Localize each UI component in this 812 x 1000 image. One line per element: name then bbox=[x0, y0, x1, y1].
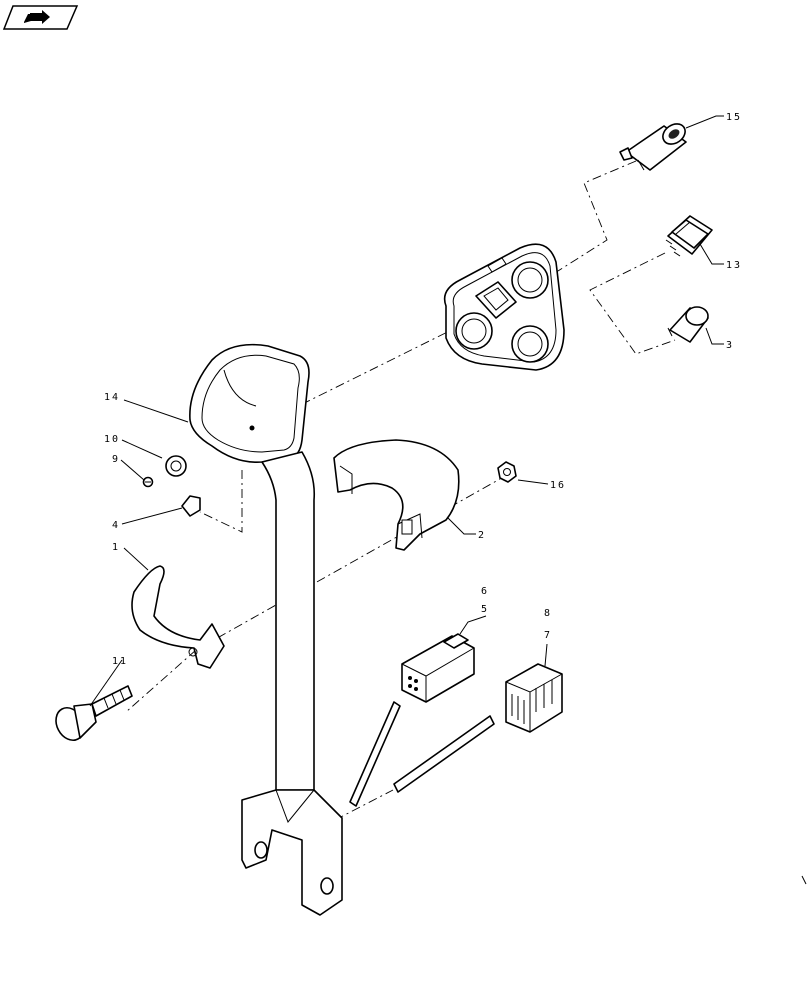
part-1-clamp bbox=[131, 565, 225, 669]
column-tube bbox=[241, 451, 343, 916]
part-10-grommet bbox=[165, 455, 187, 477]
part-14-housing bbox=[189, 343, 310, 463]
callout-9: 9 bbox=[112, 454, 120, 465]
callout-7: 7 bbox=[544, 630, 552, 641]
callout-11: 11 bbox=[112, 656, 128, 667]
callout-6: 6 bbox=[481, 586, 489, 597]
callout-13: 13 bbox=[726, 260, 742, 271]
callout-8: 8 bbox=[544, 608, 552, 619]
part-11-knob bbox=[55, 685, 133, 742]
callout-15: 15 bbox=[726, 112, 742, 123]
part-16-nut bbox=[497, 461, 517, 483]
nav-arrow-button[interactable] bbox=[2, 5, 79, 30]
callout-14: 14 bbox=[104, 392, 120, 403]
part-2-clamp bbox=[333, 439, 460, 551]
part-13-switch bbox=[665, 215, 713, 257]
wiring bbox=[349, 701, 495, 807]
callout-4: 4 bbox=[112, 520, 120, 531]
callout-16: 16 bbox=[550, 480, 566, 491]
part-9-screw bbox=[142, 476, 154, 488]
leader-lines bbox=[89, 115, 724, 707]
part-7-connector bbox=[505, 663, 563, 733]
corner-mark bbox=[801, 875, 807, 885]
part-5-connector bbox=[401, 633, 475, 703]
part-4-clip bbox=[181, 495, 201, 517]
part-3-button bbox=[667, 306, 709, 343]
callout-1: 1 bbox=[112, 542, 120, 553]
switch-panel bbox=[443, 243, 565, 371]
callout-3: 3 bbox=[726, 340, 734, 351]
callout-10: 10 bbox=[104, 434, 120, 445]
arrow-right-icon bbox=[24, 10, 50, 24]
callout-5: 5 bbox=[481, 604, 489, 615]
callout-2: 2 bbox=[478, 530, 486, 541]
part-15-plug bbox=[619, 123, 687, 171]
